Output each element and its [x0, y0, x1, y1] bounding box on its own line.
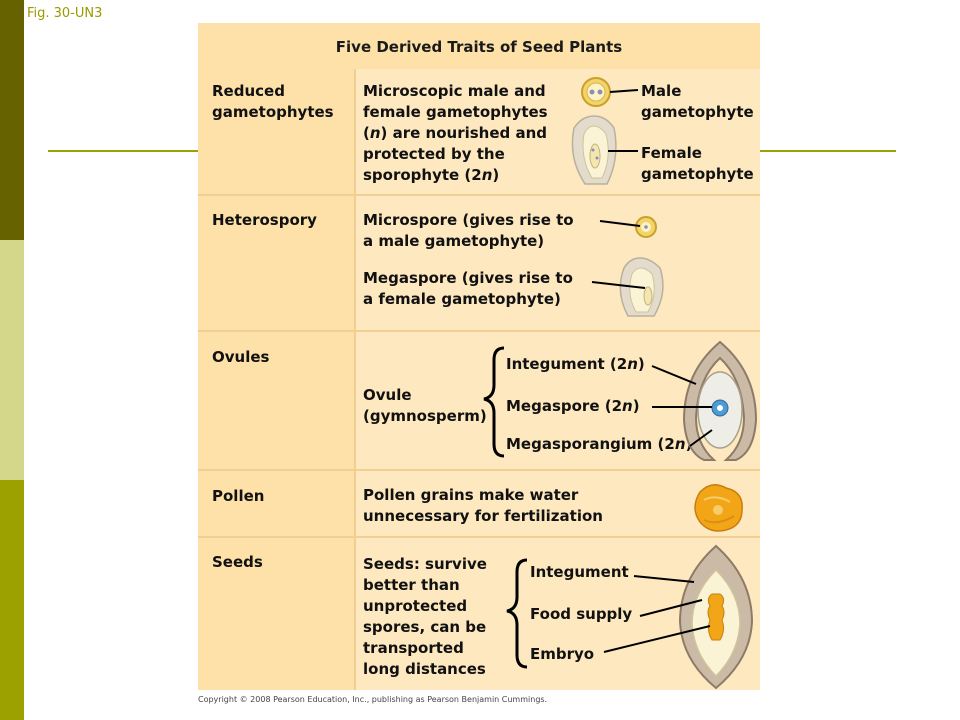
- trait-heterospory: Heterospory: [212, 211, 317, 229]
- ovule-brace: [483, 346, 505, 458]
- leader-line: [591, 281, 646, 289]
- label-integument-2n: Integument (2n): [506, 355, 645, 373]
- pollen-grain-illustration: [694, 484, 743, 532]
- leader-line: [609, 89, 639, 93]
- leader-line: [603, 625, 711, 653]
- sidebar-band-bottom: [0, 480, 24, 720]
- copyright-notice: Copyright © 2008 Pearson Education, Inc.…: [198, 695, 548, 704]
- gymnosperm-ovule-illustration: [682, 340, 758, 461]
- female-gametophyte-illustration: [571, 115, 617, 185]
- trait-reduced-gametophytes: Reduced gametophytes: [212, 82, 334, 121]
- table-title: Five Derived Traits of Seed Plants: [335, 38, 623, 56]
- label-food-supply: Food supply: [530, 605, 633, 623]
- label-male-gametophyte: Male gametophyte: [641, 82, 754, 121]
- accent-line-right: [760, 150, 896, 152]
- description-pollen: Pollen grains make water unnecessary for…: [363, 486, 603, 525]
- trait-ovules: Ovules: [212, 348, 270, 366]
- leader-line: [599, 220, 641, 227]
- description-seeds: Seeds: survive better than unprotected s…: [363, 555, 487, 678]
- traits-table: Five Derived Traits of Seed Plants Reduc…: [198, 23, 760, 690]
- accent-line-left: [48, 150, 198, 152]
- row-divider: [198, 194, 760, 196]
- table-title-band: [198, 23, 760, 69]
- description-reduced-gametophytes: Microscopic male and female gametophytes…: [363, 82, 548, 184]
- seed-illustration: [678, 544, 754, 690]
- row-divider: [198, 536, 760, 538]
- description-ovule: Ovule (gymnosperm): [363, 386, 487, 425]
- sidebar-band-top: [0, 0, 24, 240]
- label-female-gametophyte: Female gametophyte: [641, 144, 754, 183]
- leader-line: [651, 365, 697, 385]
- trait-column: [198, 69, 354, 690]
- label-megaspore-2n: Megaspore (2n): [506, 397, 640, 415]
- leader-line: [633, 575, 695, 583]
- sidebar-band-middle: [0, 240, 24, 480]
- description-microspore: Microspore (gives rise to a male gametop…: [363, 211, 574, 250]
- male-gametophyte-illustration: [581, 77, 611, 107]
- label-embryo: Embryo: [530, 645, 595, 663]
- microspore-illustration: [635, 216, 657, 238]
- trait-seeds: Seeds: [212, 553, 263, 571]
- label-integument: Integument: [530, 563, 629, 581]
- leader-line: [639, 599, 703, 617]
- leader-line: [689, 429, 713, 447]
- description-megaspore: Megaspore (gives rise to a female gameto…: [363, 269, 573, 308]
- row-divider: [198, 330, 760, 332]
- trait-pollen: Pollen: [212, 487, 265, 505]
- seed-brace: [506, 558, 528, 669]
- column-divider: [354, 69, 356, 690]
- figure-label: Fig. 30-UN3: [27, 6, 103, 21]
- row-divider: [198, 469, 760, 471]
